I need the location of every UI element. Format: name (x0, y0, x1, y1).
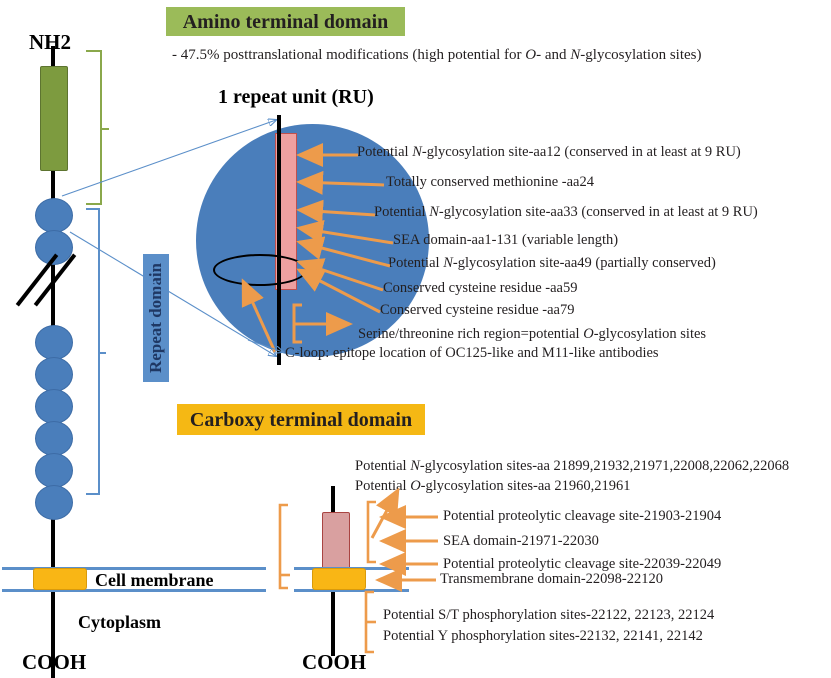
annotation-n-glyc-aa49: Potential N-glycosylation site-aa49 (par… (388, 255, 716, 271)
annotation-sea-domain-aa1-131: SEA domain-aa1-131 (variable length) (393, 232, 619, 248)
cell-membrane-line-top (2, 567, 266, 570)
amino-terminal-box (40, 66, 68, 171)
transmembrane-box-right (312, 568, 366, 590)
annotation-n-glyc-aa12: Potential N-glycosylation site-aa12 (con… (357, 144, 741, 160)
repeat-unit-title: 1 repeat unit (RU) (218, 86, 374, 108)
annotation-cysteine-aa59: Conserved cysteine residue -aa59 (383, 280, 578, 296)
annotation-cleavage-site-22039: Potential proteolytic cleavage site-2203… (443, 556, 722, 572)
annotation-cysteine-aa79: Conserved cysteine residue -aa79 (380, 302, 575, 318)
annotation-methionine-aa24: Totally conserved methionine -aa24 (386, 174, 594, 190)
cell-membrane-line-bottom (2, 589, 266, 592)
repeat-domain-bracket (86, 208, 106, 495)
annotation-st-phosphorylation: Potential S/T phosphorylation sites-2212… (383, 607, 715, 623)
annotation-cleavage-site-21903: Potential proteolytic cleavage site-2190… (443, 508, 722, 524)
annotation-transmembrane-domain: Transmembrane domain-22098-22120 (440, 571, 663, 587)
repeat-unit-bead (35, 485, 73, 520)
amino-terminal-domain-banner: Amino terminal domain (166, 7, 405, 36)
c-loop-ellipse (213, 254, 307, 286)
bracket-carboxy-left (278, 503, 288, 590)
bracket-carboxy-sea (366, 500, 376, 564)
amino-subtitle: - 47.5% posttranslational modifications … (172, 47, 702, 63)
transmembrane-box-left (33, 568, 87, 590)
c-terminus-label-left: COOH (22, 650, 87, 674)
cytoplasm-label: Cytoplasm (78, 612, 162, 632)
annotation-n-glyc-aa33: Potential N-glycosylation site-aa33 (con… (374, 204, 758, 220)
c-terminus-label-right: COOH (302, 650, 367, 674)
bracket-phosphorylation (364, 590, 374, 654)
repeat-unit-bead (35, 325, 73, 360)
cell-membrane-label: Cell membrane (95, 570, 214, 590)
repeat-unit-bead (35, 421, 73, 456)
amino-domain-bracket (86, 50, 109, 205)
annotation-y-phosphorylation: Potential Y phosphorylation sites-22132,… (383, 628, 703, 644)
backbone-segment-upper (51, 165, 55, 207)
annotation-carboxy-n-glyc-sites: Potential N-glycosylation sites-aa 21899… (355, 458, 790, 474)
repeat-unit-bead (35, 198, 73, 233)
annotation-carboxy-o-glyc-sites: Potential O-glycosylation sites-aa 21960… (355, 478, 631, 494)
arrow-carboxy-glycosylation (370, 487, 400, 539)
annotation-ser-thr-rich-region: Serine/threonine rich region=potential O… (358, 326, 707, 342)
repeat-unit-bead (35, 357, 73, 392)
repeat-domain-label: Repeat domain (143, 254, 169, 382)
carboxy-membrane-line-bottom (294, 589, 409, 592)
annotation-carboxy-sea-domain: SEA domain-21971-22030 (443, 533, 599, 549)
repeat-unit-bead (35, 453, 73, 488)
n-terminus-label: NH2 (29, 30, 71, 54)
sphere-axis-line (277, 115, 281, 365)
repeat-unit-bead (35, 389, 73, 424)
backbone-segment-top (51, 46, 55, 70)
annotation-c-loop-epitope: C-loop: epitope location of OC125-like a… (285, 345, 659, 361)
carboxy-terminal-domain-banner: Carboxy terminal domain (177, 404, 425, 435)
carboxy-sea-domain-box (322, 512, 350, 569)
